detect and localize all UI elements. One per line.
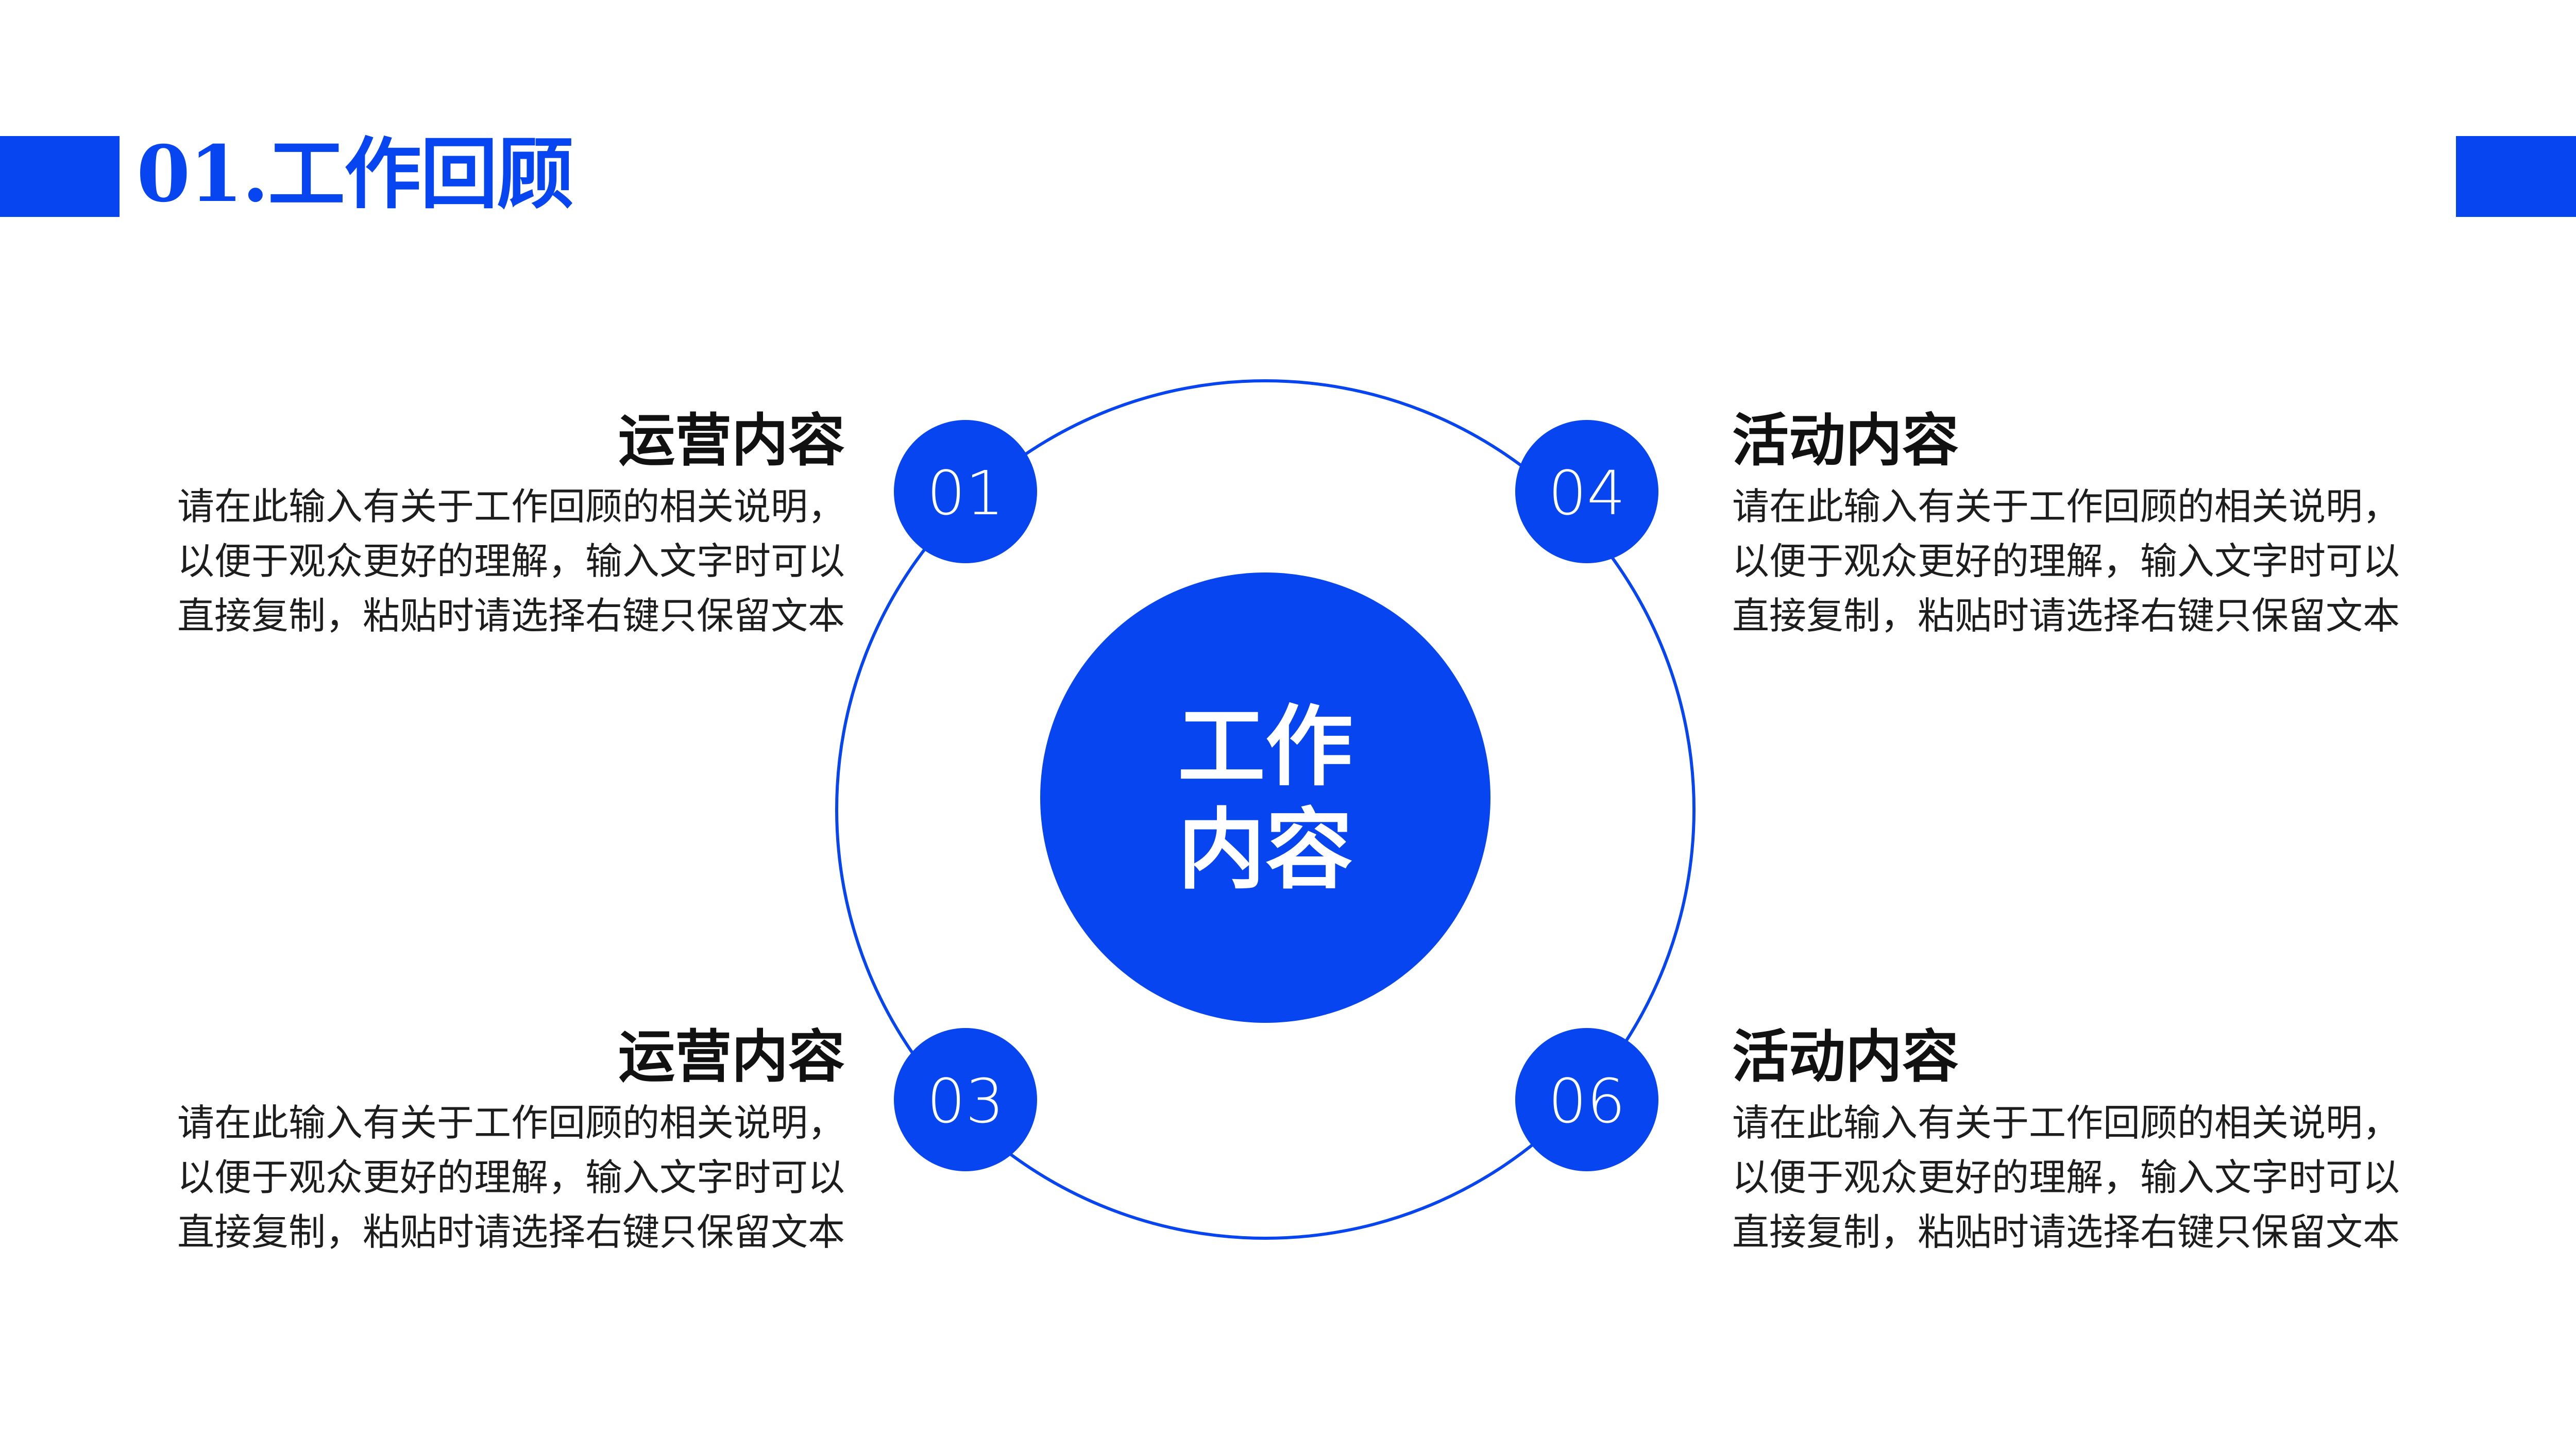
block-line: 请在此输入有关于工作回顾的相关说明， [1732,485,2400,528]
block-line: 直接复制，粘贴时请选择右键只保留文本 [177,594,845,637]
block-title: 运营内容 [618,407,845,474]
block-line: 以便于观众更好的理解，输入文字时可以 [1732,1156,2400,1199]
block-title: 活动内容 [1732,1023,1959,1090]
node-circle [1515,1028,1658,1171]
node-06: 06 [1515,1028,1658,1171]
node-circle [1515,420,1658,563]
center-label-line1: 工作 [1178,695,1353,798]
block-line: 直接复制，粘贴时请选择右键只保留文本 [1732,594,2400,637]
block-line: 请在此输入有关于工作回顾的相关说明， [177,1101,845,1144]
node-circle [894,420,1037,563]
node-label: 03 [927,1066,1004,1137]
node-01: 01 [894,420,1037,563]
node-04: 04 [1515,420,1658,563]
block-line: 请在此输入有关于工作回顾的相关说明， [1732,1101,2400,1144]
block-line: 以便于观众更好的理解，输入文字时可以 [177,1156,845,1199]
block-body: 请在此输入有关于工作回顾的相关说明， 以便于观众更好的理解，输入文字时可以 直接… [1732,1096,2453,1259]
block-line: 直接复制，粘贴时请选择右键只保留文本 [1732,1210,2400,1254]
node-label: 04 [1548,458,1625,529]
text-block-bottom-right: 活动内容 请在此输入有关于工作回顾的相关说明， 以便于观众更好的理解，输入文字时… [1732,1018,2453,1259]
node-label: 06 [1548,1066,1625,1137]
node-label: 01 [927,458,1004,529]
block-line: 请在此输入有关于工作回顾的相关说明， [177,485,845,528]
text-block-top-right: 活动内容 请在此输入有关于工作回顾的相关说明， 以便于观众更好的理解，输入文字时… [1732,402,2453,643]
node-03: 03 [894,1028,1037,1171]
block-title: 活动内容 [1732,407,1959,474]
block-line: 以便于观众更好的理解，输入文字时可以 [1732,540,2400,583]
text-block-top-left: 运营内容 请在此输入有关于工作回顾的相关说明， 以便于观众更好的理解，输入文字时… [124,402,845,643]
text-block-bottom-left: 运营内容 请在此输入有关于工作回顾的相关说明， 以便于观众更好的理解，输入文字时… [124,1018,845,1259]
block-body: 请在此输入有关于工作回顾的相关说明， 以便于观众更好的理解，输入文字时可以 直接… [177,1096,845,1259]
block-line: 以便于观众更好的理解，输入文字时可以 [177,540,845,583]
block-line: 直接复制，粘贴时请选择右键只保留文本 [177,1210,845,1254]
block-title: 运营内容 [618,1023,845,1090]
node-circle [894,1028,1037,1171]
left-accent-bar [0,136,120,217]
block-body: 请在此输入有关于工作回顾的相关说明， 以便于观众更好的理解，输入文字时可以 直接… [1732,479,2453,643]
outer-ring [835,379,1696,1240]
right-accent-bar [2456,136,2576,217]
center-label-line2: 内容 [1178,798,1353,901]
center-circle [1040,572,1490,1023]
block-body: 请在此输入有关于工作回顾的相关说明， 以便于观众更好的理解，输入文字时可以 直接… [177,479,845,643]
page-title: 01.工作回顾 [137,129,574,220]
